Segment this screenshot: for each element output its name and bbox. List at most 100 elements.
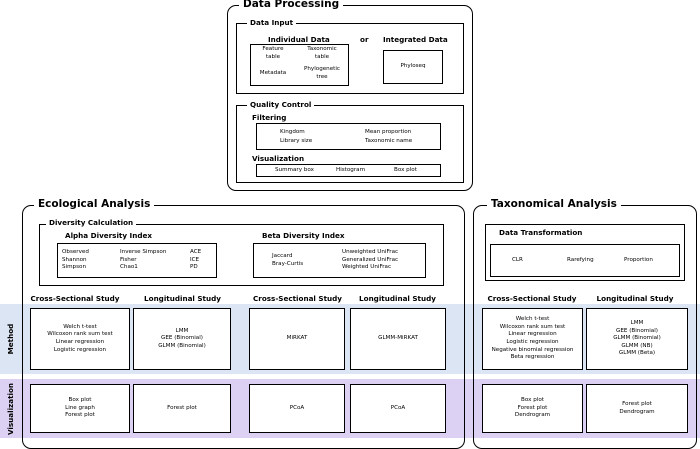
vis-item: PCoA	[390, 404, 406, 411]
transformation-items-box	[490, 244, 680, 277]
alpha-inverse-simpson: Inverse Simpson	[120, 249, 167, 256]
phylogenetic-tree: Phylogenetic tree	[303, 66, 340, 80]
individual-data-label: Individual Data	[268, 35, 330, 44]
method-item: MiRKAT	[286, 335, 308, 342]
eco-alpha-longitudinal-header: Longitudinal Study	[144, 294, 221, 303]
qc-summary-box: Summary box	[275, 167, 314, 173]
method-item: GLMM (Binomial)	[158, 342, 206, 349]
metadata: Metadata	[259, 70, 287, 77]
alpha-ice: ICE	[190, 256, 200, 263]
transform-clr: CLR	[512, 257, 523, 263]
vis-item: Forest plot	[167, 404, 197, 411]
method-item: GLMM (Binomial)	[613, 335, 661, 342]
alpha-shannon: Shannon	[62, 256, 87, 263]
alpha-ace: ACE	[190, 249, 202, 256]
ecological-analysis-title: Ecological Analysis	[34, 198, 155, 211]
transform-proportion: Proportion	[624, 257, 653, 263]
eco-method-beta-long: GLMM-MiRKAT	[350, 308, 446, 370]
eco-method-beta-cross: MiRKAT	[249, 308, 345, 370]
data-processing-panel	[227, 5, 473, 191]
method-item: Welch t-test	[515, 316, 550, 323]
transform-rarefying: Rarefying	[567, 257, 594, 263]
filtering-box	[256, 123, 441, 150]
integrated-data-label: Integrated Data	[383, 35, 448, 44]
beta-jaccard: Jaccard	[272, 252, 293, 259]
filter-mean-proportion: Mean proportion	[365, 129, 412, 135]
tax-method-long: LMM GEE (Binomial) GLMM (Binomial) GLMM …	[586, 308, 688, 370]
alpha-simpson: Simpson	[62, 264, 86, 271]
alpha-diversity-title: Alpha Diversity Index	[65, 231, 152, 240]
data-transformation-title: Data Transformation	[496, 228, 586, 237]
beta-index-col2: Unweighted UniFrac Generalized UniFrac W…	[342, 245, 422, 276]
method-item: Linear regression	[55, 339, 105, 345]
method-item: Linear regression	[508, 331, 557, 338]
vis-item: Forest plot	[517, 404, 548, 411]
eco-vis-beta-long: PCoA	[350, 384, 446, 433]
vis-item: Forest plot	[622, 400, 652, 407]
feature-table: Feature table	[262, 46, 284, 60]
beta-diversity-box	[253, 243, 426, 278]
visualization-row-label: Visualization	[6, 382, 15, 436]
eco-method-alpha-cross: Welch t-test Wilcoxon rank sum test Line…	[30, 308, 130, 370]
diversity-calculation-title: Diversity Calculation	[46, 218, 137, 227]
method-row-label: Method	[6, 323, 15, 355]
data-processing-title: Data Processing	[239, 0, 344, 11]
eco-vis-beta-cross: PCoA	[249, 384, 345, 433]
eco-alpha-cross-sectional-header: Cross-Sectional Study	[30, 294, 120, 303]
method-item: Negative binomial regression	[491, 346, 574, 353]
eco-beta-longitudinal-header: Longitudinal Study	[359, 294, 436, 303]
eco-vis-alpha-cross: Box plot Line graph Forest plot	[30, 384, 130, 433]
taxonomical-analysis-title: Taxonomical Analysis	[487, 198, 621, 211]
qc-histogram: Histogram	[336, 167, 366, 173]
eco-method-alpha-long: LMM GEE (Binomial) GLMM (Binomial)	[133, 308, 231, 370]
individual-data-box	[250, 44, 349, 86]
vis-item: Line graph	[65, 404, 95, 411]
beta-weighted-unifrac: Weighted UniFrac	[342, 264, 392, 271]
alpha-observed: Observed	[62, 249, 89, 256]
method-item: GLMM-MiRKAT	[378, 335, 418, 342]
beta-generalized-unifrac: Generalized UniFrac	[342, 256, 399, 263]
beta-index-col1: Jaccard Bray-Curtis	[272, 245, 317, 276]
data-input-title: Data Input	[247, 18, 297, 27]
method-item: GLMM (Beta)	[618, 350, 656, 357]
qc-box-plot: Box plot	[394, 167, 417, 173]
method-item: LMM	[630, 320, 644, 327]
tax-method-cross: Welch t-test Wilcoxon rank sum test Line…	[482, 308, 583, 370]
method-item: Beta regression	[510, 354, 555, 361]
qc-visualization-label: Visualization	[252, 154, 305, 163]
method-item: LMM	[175, 327, 189, 334]
vis-item: Forest plot	[65, 412, 95, 419]
alpha-chao1: Chao1	[120, 264, 138, 271]
tax-longitudinal-header: Longitudinal Study	[596, 294, 674, 303]
method-item: GEE (Binomial)	[161, 335, 203, 342]
taxonomic-table: Taxonomic table	[307, 46, 337, 60]
tax-cross-sectional-header: Cross-Sectional Study	[487, 294, 577, 303]
alpha-pd: PD	[190, 264, 198, 271]
vis-item: Dendrogram	[514, 412, 551, 419]
vis-item: PCoA	[289, 404, 305, 411]
quality-control-title: Quality Control	[247, 100, 315, 109]
filter-library-size: Library size	[280, 138, 313, 144]
tax-vis-long: Forest plot Dendrogram	[586, 384, 688, 433]
method-item: GEE (Binomial)	[616, 327, 658, 334]
method-item: Wilcoxon rank sum test	[47, 331, 113, 338]
method-item: Welch t-test	[63, 323, 97, 330]
beta-unweighted-unifrac: Unweighted UniFrac	[342, 249, 399, 256]
filter-kingdom: Kingdom	[280, 129, 305, 135]
vis-item: Box plot	[68, 397, 92, 404]
or-label: or	[360, 35, 369, 44]
qc-visualization-box	[256, 164, 441, 177]
beta-bray-curtis: Bray-Curtis	[272, 260, 304, 267]
filter-taxonomic-name: Taxonomic name	[365, 138, 413, 144]
method-item: Wilcoxon rank sum test	[499, 323, 566, 330]
vis-item: Dendrogram	[619, 408, 655, 415]
method-item: Logistic regression	[53, 346, 107, 353]
alpha-index-col2: Inverse Simpson Fisher Chao1	[120, 245, 170, 276]
integrated-data-box	[383, 50, 443, 84]
phyloseq: Phyloseq	[400, 63, 426, 70]
method-item: GLMM (NB)	[621, 342, 653, 349]
method-item: Logistic regression	[506, 339, 559, 345]
filtering-label: Filtering	[252, 113, 287, 122]
beta-diversity-title: Beta Diversity Index	[262, 231, 345, 240]
eco-vis-alpha-long: Forest plot	[133, 384, 231, 433]
